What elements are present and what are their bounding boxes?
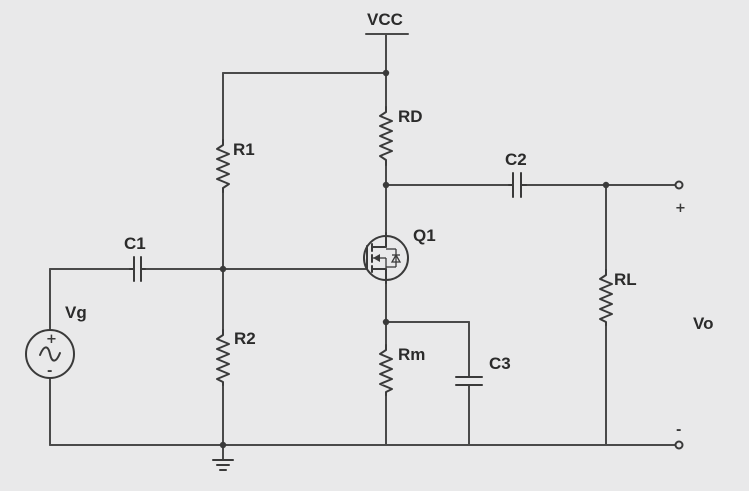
wires [49, 33, 676, 461]
junction-rl [602, 181, 610, 189]
label-rl: RL [614, 270, 637, 289]
label-q1: Q1 [413, 226, 436, 245]
label-c1: C1 [124, 234, 146, 253]
capacitor-c2 [508, 172, 527, 198]
label-vcc: VCC [367, 10, 403, 29]
output-minus-sign: - [676, 423, 681, 438]
output-terminal-top [674, 180, 684, 190]
output-terminal-bottom [674, 440, 684, 450]
junction-source [382, 318, 390, 326]
resistor-r1 [216, 139, 230, 193]
junction-top [382, 69, 390, 77]
label-c2: C2 [505, 150, 527, 169]
ground-symbol [212, 459, 234, 471]
junction-gate [219, 265, 227, 273]
label-r1: R1 [233, 140, 255, 159]
junctions [219, 69, 610, 449]
source-body [25, 329, 75, 379]
junction-drain [382, 181, 390, 189]
capacitor-c3 [455, 376, 483, 386]
label-rm: Rm [398, 345, 425, 364]
junction-ground [219, 441, 227, 449]
resistor-rl [599, 269, 613, 326]
ac-source-vg: + - [25, 329, 75, 379]
label-r2: R2 [234, 329, 256, 348]
resistor-rm [379, 344, 393, 396]
label-c3: C3 [489, 354, 511, 373]
output-terminals: + - [674, 180, 686, 450]
label-rd: RD [398, 107, 423, 126]
capacitor-c1 [129, 256, 146, 282]
source-minus-sign: - [47, 364, 52, 379]
output-plus-sign: + [675, 201, 686, 216]
component-labels: VCC RD R1 R2 Rm RL C1 C2 C3 Q1 Vg Vo [65, 10, 713, 373]
mosfet-q1 [363, 232, 409, 284]
resistor-rd [379, 106, 393, 166]
label-vo: Vo [693, 314, 713, 333]
resistor-r2 [216, 329, 230, 386]
label-vg: Vg [65, 303, 87, 322]
source-plus-sign: + [46, 332, 57, 347]
